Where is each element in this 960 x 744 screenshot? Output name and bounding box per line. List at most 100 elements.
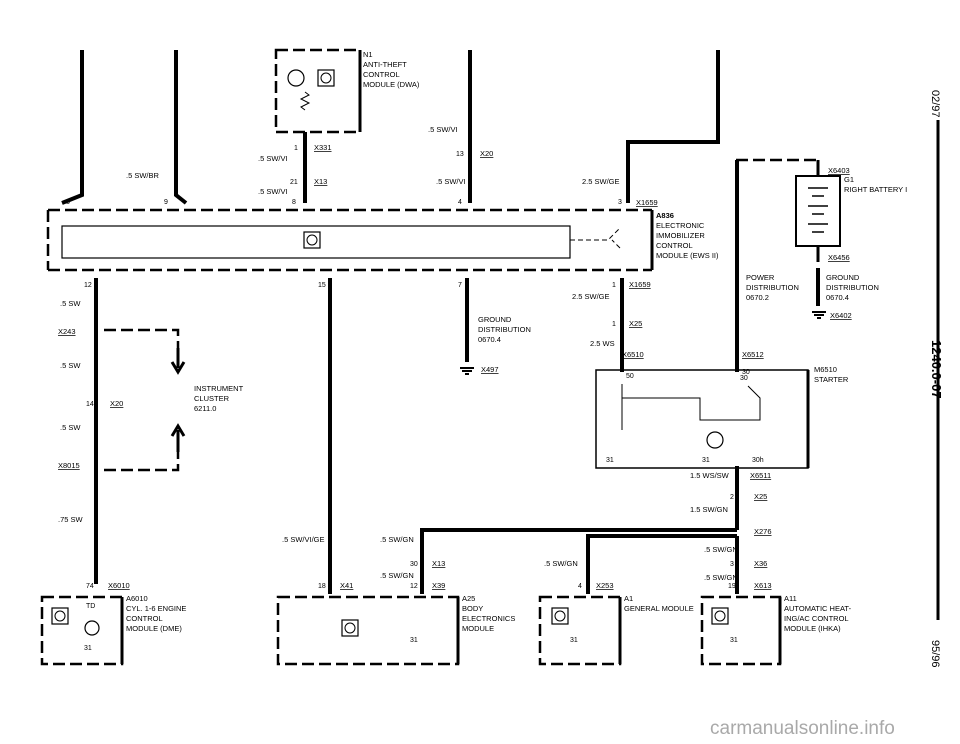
component-shapes [51, 50, 940, 664]
wire-lines [61, 50, 820, 594]
arrow-up-icon [170, 423, 186, 452]
a25-label-3: MODULE [462, 624, 494, 633]
pin-19: 19 [728, 583, 736, 590]
date-bottom: 95/96 [929, 640, 941, 668]
pin-td: TD [86, 603, 95, 610]
wire-sw-gn-e: .5 SW/GN [704, 573, 738, 582]
wire-labels: .5 SW/VI .5 SW/VI .5 SW/VI .5 SW/VI .5 S… [58, 125, 738, 582]
motor-icon [706, 431, 724, 449]
pin-2: 2 [730, 494, 734, 501]
g1-label-0: G1 [844, 175, 854, 184]
wire-sw-vi-a: .5 SW/VI [258, 154, 288, 163]
module-icon [306, 234, 318, 246]
connector-x8015: X8015 [58, 461, 80, 470]
connector-x6510: X6510 [622, 350, 644, 359]
cluster-label-0: INSTRUMENT [194, 384, 244, 393]
connector-x497: X497 [481, 365, 499, 374]
wire-sw75: .75 SW [58, 515, 84, 524]
connector-x20b: X20 [110, 399, 123, 408]
pin-30: 30 [742, 369, 750, 376]
pin-74: 74 [86, 583, 94, 590]
a25-label-0: A25 [462, 594, 475, 603]
connector-x20a: X20 [480, 149, 493, 158]
a836-label-3: CONTROL [656, 241, 693, 250]
ground2-label-1: DISTRIBUTION [826, 283, 879, 292]
module-icon [551, 607, 569, 625]
connector-x39: X39 [432, 581, 445, 590]
pin-12b: 12 [410, 583, 418, 590]
pin-12: 12 [84, 282, 92, 289]
component-labels: N1 ANTI-THEFT CONTROL MODULE (DWA) A836 … [126, 50, 907, 633]
pin-30h: 30h [752, 457, 764, 464]
pin-9: 9 [164, 199, 168, 206]
connector-x6010: X6010 [108, 581, 130, 590]
a11-label-3: MODULE (IHKA) [784, 624, 841, 633]
ground1-label-0: GROUND [478, 315, 512, 324]
cluster-label-1: CLUSTER [194, 394, 230, 403]
document-code: 1240.0-07 [929, 340, 944, 399]
module-icon [51, 607, 69, 625]
pin-7: 7 [458, 282, 462, 289]
pin-31e: 31 [570, 637, 578, 644]
wire-sw-b: .5 SW [60, 361, 81, 370]
module-icon [303, 231, 321, 249]
connector-x25b: X25 [754, 492, 767, 501]
a6010-label-0: A6010 [126, 594, 148, 603]
connector-x41: X41 [340, 581, 353, 590]
connector-x243: X243 [58, 327, 76, 336]
a836-label-4: MODULE (EWS II) [656, 251, 719, 260]
a6010-label-3: MODULE (DME) [126, 624, 182, 633]
connector-x6456: X6456 [828, 253, 850, 262]
pin-3b: 3 [730, 561, 734, 568]
power-label-1: DISTRIBUTION [746, 283, 799, 292]
a1-label-1: GENERAL MODULE [624, 604, 694, 613]
a6010-label-1: CYL. 1-6 ENGINE [126, 604, 186, 613]
resistor-icon [299, 91, 311, 111]
pin-1b: 1 [612, 282, 616, 289]
transistor-icon [84, 620, 100, 636]
wire-sw-a: .5 SW [60, 299, 81, 308]
connector-x25a: X25 [629, 319, 642, 328]
connector-labels: X331 X13 X20 X1659 X1659 X6403 X6456 X64… [58, 143, 852, 590]
n1-label-3: MODULE (DWA) [363, 80, 420, 89]
arrow-down-icon [170, 348, 186, 375]
connector-x6511: X6511 [750, 471, 771, 480]
m6510-label-0: M6510 [814, 365, 837, 374]
wire-ws-sw: 1.5 WS/SW [690, 471, 730, 480]
connector-x1659a: X1659 [636, 198, 658, 207]
pin-18: 18 [318, 583, 326, 590]
wire-sw-vi-c: .5 SW/VI [428, 125, 458, 134]
module-icon [341, 619, 359, 637]
pin-3: 3 [618, 199, 622, 206]
m6510-label-1: STARTER [814, 375, 849, 384]
pin-31d: 31 [410, 637, 418, 644]
connector-x6402: X6402 [830, 311, 852, 320]
g1-label-1: RIGHT BATTERY I [844, 185, 907, 194]
a1-label-0: A1 [624, 594, 633, 603]
side-text: 02/97 1240.0-07 95/96 [929, 90, 944, 668]
pin-1c: 1 [612, 321, 616, 328]
wire-sw-ge-b: 2.5 SW/GE [572, 292, 610, 301]
module-icon [711, 607, 729, 625]
a836-label-0: A836 [656, 211, 674, 220]
wire-sw-gn-c: .5 SW/GN [544, 559, 578, 568]
battery-icon [795, 175, 841, 247]
ground2-label-2: 0670.4 [826, 293, 849, 302]
wire-sw-gn-a: .5 SW/GN [380, 535, 414, 544]
pin-14: 14 [86, 401, 94, 408]
pin-13: 13 [456, 151, 464, 158]
wire-sw-vi-d: .5 SW/VI [436, 177, 466, 186]
pin-4: 4 [458, 199, 462, 206]
starter-box [595, 369, 809, 469]
connector-x253: X253 [596, 581, 614, 590]
a25-label-1: BODY [462, 604, 483, 613]
connector-x36: X36 [754, 559, 767, 568]
wire-sw-gn15: 1.5 SW/GN [690, 505, 728, 514]
wire-sw-br: .5 SW/BR [126, 171, 160, 180]
a25-label-2: ELECTRONICS [462, 614, 515, 623]
a11-label-2: ING/AC CONTROL [784, 614, 849, 623]
module-icon [317, 69, 335, 87]
wire-sw-gn-d: .5 SW/GN [704, 545, 738, 554]
ground1-label-2: 0670.4 [478, 335, 501, 344]
ground-icon [812, 311, 826, 319]
